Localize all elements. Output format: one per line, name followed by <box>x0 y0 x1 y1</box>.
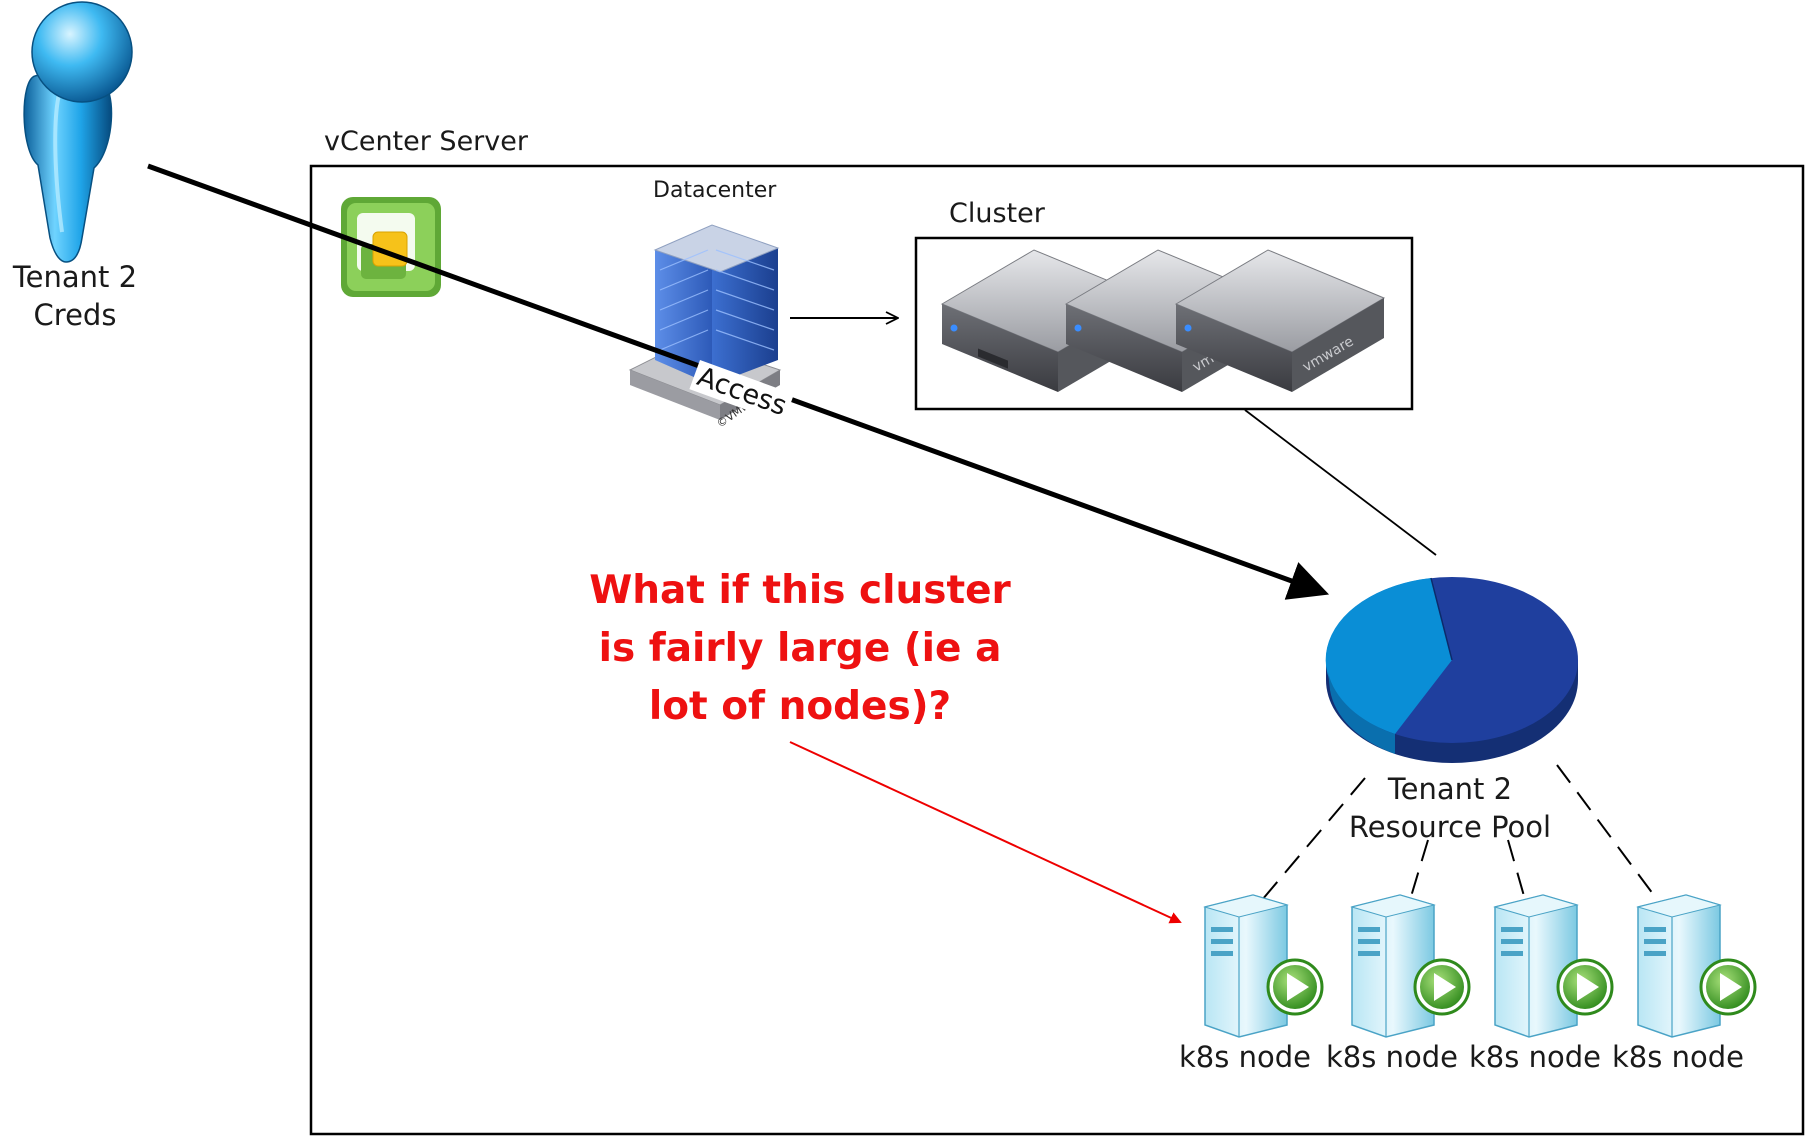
pie-chart-icon <box>1325 577 1578 763</box>
server-icon: vmware <box>1174 249 1386 392</box>
pool-to-node-line <box>1409 839 1429 901</box>
resource-pool-label: Tenant 2 Resource Pool <box>1330 770 1570 846</box>
tenant-creds-line: Tenant 2 <box>12 260 138 294</box>
k8s-node-label: k8s node <box>1179 1040 1311 1074</box>
datacenter-label: Datacenter <box>653 178 777 203</box>
tenant-creds-label: Tenant 2 Creds <box>0 258 150 334</box>
resource-pool-line: Tenant 2 <box>1387 772 1513 806</box>
k8s-node-label: k8s node <box>1469 1040 1601 1074</box>
vcenter-server-label: vCenter Server <box>324 126 528 157</box>
question-line: lot of nodes)? <box>648 684 952 729</box>
k8s-node-label: k8s node <box>1326 1040 1458 1074</box>
vm-icon <box>1203 894 1324 1038</box>
vm-icon <box>1636 894 1757 1038</box>
question-arrow <box>789 741 1182 924</box>
vm-icon <box>1493 894 1614 1038</box>
cluster-to-pool-line <box>1244 409 1437 556</box>
vcenter-server-frame <box>309 164 1805 1136</box>
vm-icon <box>1350 894 1471 1038</box>
vsphere-icon <box>341 197 441 297</box>
pool-to-node-line <box>1507 839 1529 911</box>
user-icon <box>23 1 133 263</box>
tenant-creds-line: Creds <box>33 298 117 332</box>
k8s-node-label: k8s node <box>1612 1040 1744 1074</box>
question-callout: What if this cluster is fairly large (ie… <box>560 562 1040 736</box>
question-line: What if this cluster <box>589 568 1011 613</box>
pool-to-node-line <box>1261 777 1366 901</box>
question-line: is fairly large (ie a <box>598 626 1002 671</box>
resource-pool-line: Resource Pool <box>1348 810 1552 844</box>
cluster-label: Cluster <box>949 198 1045 229</box>
pool-to-node-line <box>1556 764 1657 899</box>
